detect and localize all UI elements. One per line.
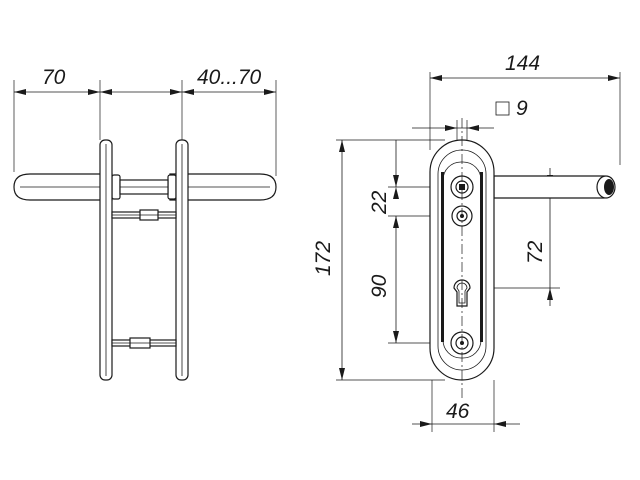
left-rose xyxy=(111,174,121,200)
right-rose xyxy=(167,174,177,200)
dim-overall-width: 144 xyxy=(505,52,540,75)
front-lever xyxy=(493,175,615,199)
dim-lever-projection: 70 xyxy=(42,66,66,89)
dim-spindle-to-cylinder: 72 xyxy=(524,240,547,264)
dim-spindle-to-top-screw: 22 xyxy=(368,190,391,215)
dim-plate-width: 46 xyxy=(446,400,470,423)
side-view: 70 40...70 xyxy=(13,66,277,381)
lower-through-bolt xyxy=(111,337,177,349)
upper-through-bolt xyxy=(111,209,177,221)
front-view: 144 9 172 22 90 72 xyxy=(312,52,621,432)
dim-door-thickness: 40...70 xyxy=(197,66,262,89)
lever-end-cap xyxy=(604,179,614,195)
square-symbol xyxy=(495,101,510,116)
dim-overall-height: 172 xyxy=(312,241,335,276)
dim-spindle-square: 9 xyxy=(516,97,528,120)
dim-spindle-to-bottom-screw: 90 xyxy=(368,274,391,298)
